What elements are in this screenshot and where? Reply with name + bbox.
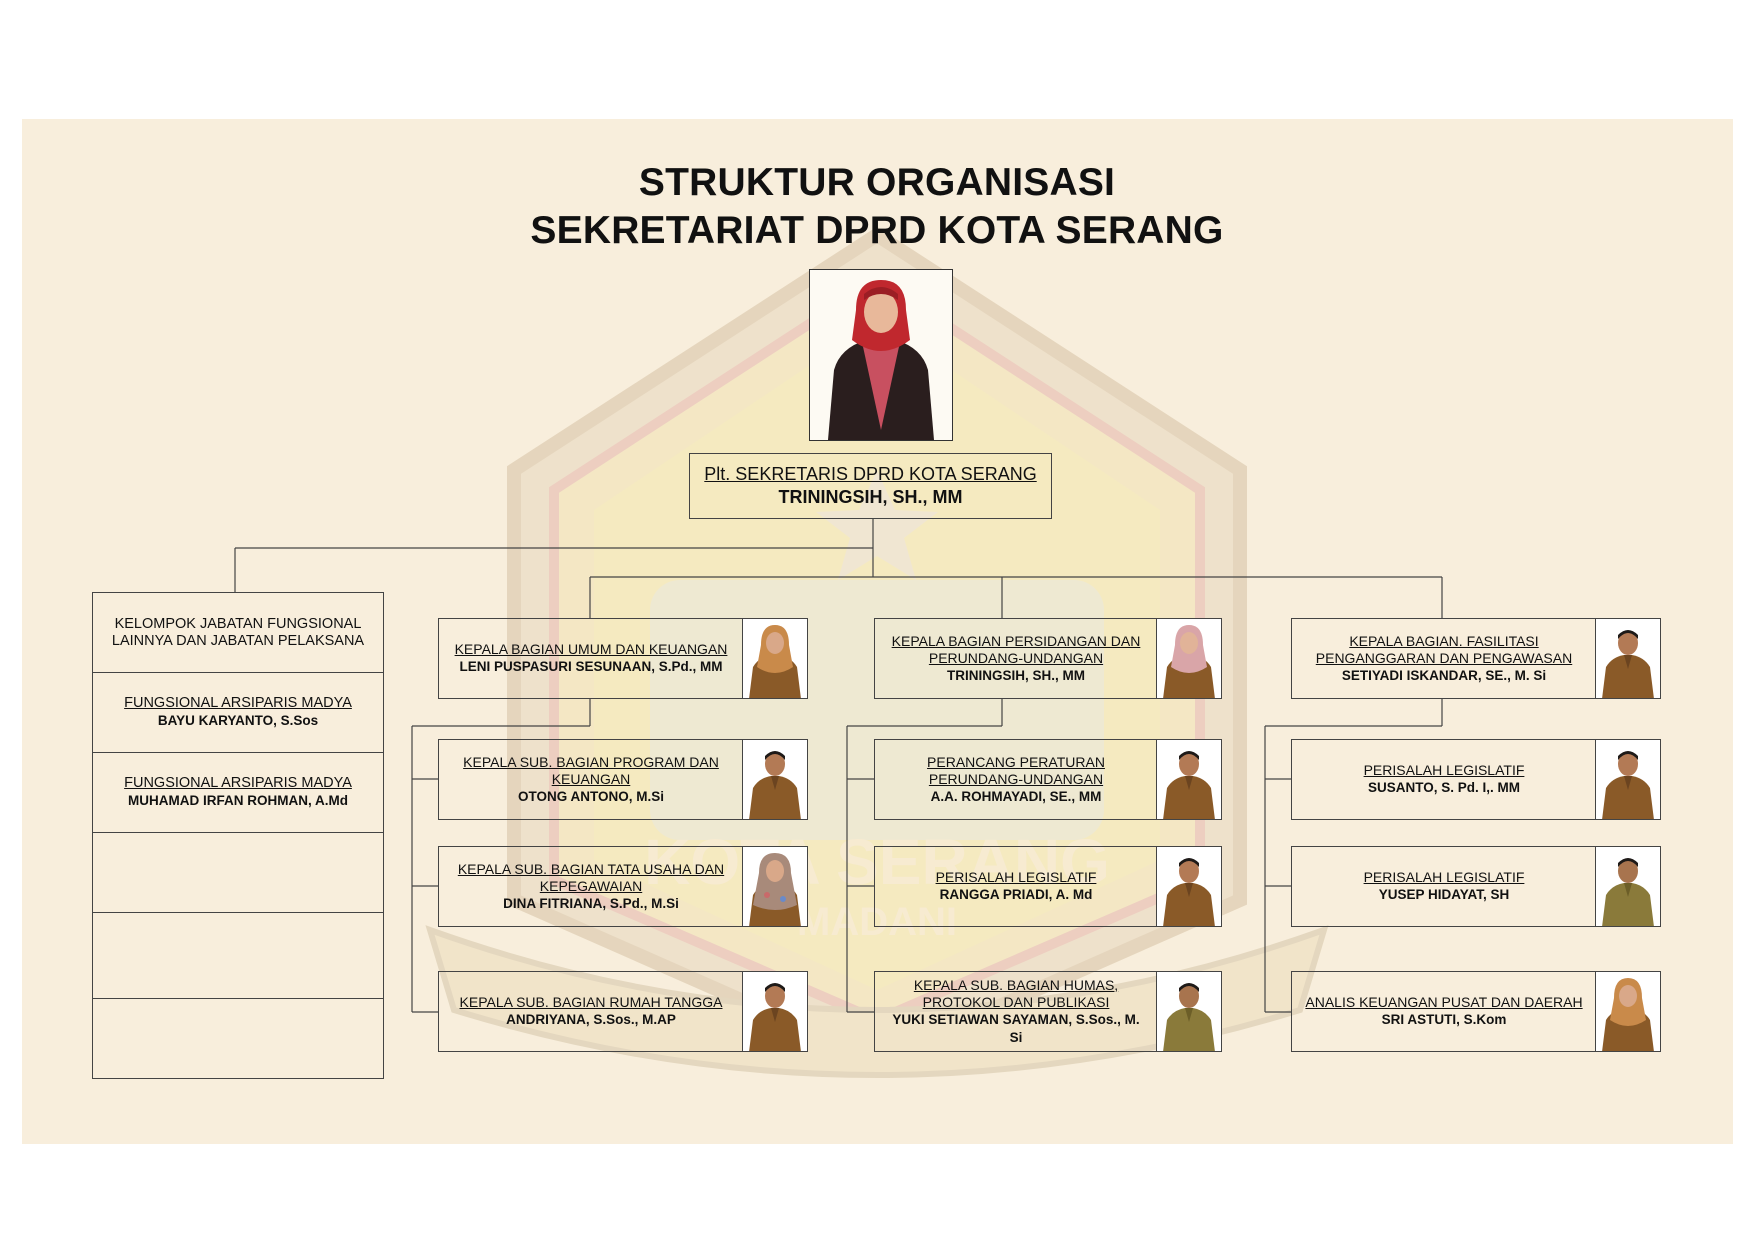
person-name-line2: Si	[1009, 1029, 1023, 1045]
head-position-box: Plt. SEKRETARIS DPRD KOTA SERANG TRINING…	[689, 453, 1052, 519]
person-photo-icon	[743, 972, 807, 1051]
person-photo	[1595, 619, 1660, 698]
person-photo	[742, 740, 807, 819]
position-title: PERANCANG PERATURAN	[927, 753, 1105, 770]
functional-member-empty-1	[92, 832, 384, 913]
functional-group-title-line2: LAINNYA DAN JABATAN PELAKSANA	[111, 632, 365, 649]
person-photo	[742, 619, 807, 698]
person-photo-icon	[1596, 619, 1660, 698]
person-name: DINA FITRIANA, S.Pd., M.Si	[503, 895, 679, 911]
person-photo	[742, 972, 807, 1051]
person-name: A.A. ROHMAYADI, SE., MM	[930, 788, 1102, 804]
functional-member-empty-3	[92, 998, 384, 1079]
functional-member-empty-2	[92, 912, 384, 999]
person-photo	[1595, 847, 1660, 926]
person-photo-icon	[743, 619, 807, 698]
person-photo	[1156, 972, 1221, 1051]
person-name: LENI PUSPASURI SESUNAAN, S.Pd., MM	[459, 659, 723, 674]
staff-box: PERISALAH LEGISLATIF YUSEP HIDAYAT, SH	[1291, 846, 1661, 927]
division-head-box: KEPALA BAGIAN PERSIDANGAN DAN PERUNDANG-…	[874, 618, 1222, 699]
person-name: YUSEP HIDAYAT, SH	[1378, 887, 1510, 902]
person-photo-icon	[743, 740, 807, 819]
head-name: TRININGSIH, SH., MM	[778, 487, 963, 507]
functional-member-2: FUNGSIONAL ARSIPARIS MADYA MUHAMAD IRFAN…	[92, 752, 384, 833]
functional-member-name: MUHAMAD IRFAN ROHMAN, A.Md	[128, 793, 348, 808]
person-name: TRININGSIH, SH., MM	[947, 667, 1085, 683]
position-title: KEPALA SUB. BAGIAN RUMAH TANGGA	[459, 994, 723, 1010]
person-photo-icon	[1157, 972, 1221, 1051]
functional-member-name: BAYU KARYANTO, S.Sos	[157, 713, 319, 728]
position-title-line2: KEUANGAN	[551, 770, 631, 787]
person-name: SETIYADI ISKANDAR, SE., M. Si	[1341, 667, 1547, 683]
person-photo	[1595, 740, 1660, 819]
functional-member-position: FUNGSIONAL ARSIPARIS MADYA	[124, 775, 352, 791]
chart-title-line2: SEKRETARIAT DPRD KOTA SERANG	[530, 209, 1224, 252]
person-photo-icon	[1596, 847, 1660, 926]
position-title: KEPALA SUB. BAGIAN TATA USAHA DAN	[457, 860, 725, 877]
person-photo	[1595, 972, 1660, 1051]
staff-box: PERISALAH LEGISLATIF SUSANTO, S. Pd. I,.…	[1291, 739, 1661, 820]
position-title: KEPALA SUB. BAGIAN PROGRAM DAN	[463, 753, 719, 770]
position-title: KEPALA BAGIAN UMUM DAN KEUANGAN	[454, 641, 728, 657]
position-title: KEPALA BAGIAN PERSIDANGAN DAN	[891, 632, 1141, 649]
person-photo-icon	[1596, 740, 1660, 819]
position-title: KEPALA SUB. BAGIAN HUMAS,	[913, 976, 1119, 993]
person-photo	[742, 847, 807, 926]
person-name: RANGGA PRIADI, A. Md	[939, 887, 1093, 902]
position-title: KEPALA BAGIAN. FASILITASI	[1349, 632, 1539, 649]
staff-box: KEPALA SUB. BAGIAN RUMAH TANGGA ANDRIYAN…	[438, 971, 808, 1052]
person-photo-icon	[1157, 847, 1221, 926]
person-photo-icon	[1157, 740, 1221, 819]
head-photo	[809, 269, 953, 441]
person-photo-icon	[1596, 972, 1660, 1051]
position-title-line2: KEPEGAWAIAN	[539, 877, 643, 894]
staff-box: PERISALAH LEGISLATIF RANGGA PRIADI, A. M…	[874, 846, 1222, 927]
chart-title-line1: STRUKTUR ORGANISASI	[638, 161, 1116, 204]
position-title: PERISALAH LEGISLATIF	[935, 869, 1097, 885]
position-title-line2: PERUNDANG-UNDANGAN	[928, 649, 1104, 666]
person-photo	[1156, 740, 1221, 819]
functional-group-title-line1: KELOMPOK JABATAN FUNGSIONAL	[114, 615, 362, 632]
division-head-box: KEPALA BAGIAN UMUM DAN KEUANGAN LENI PUS…	[438, 618, 808, 699]
functional-member-1: FUNGSIONAL ARSIPARIS MADYA BAYU KARYANTO…	[92, 672, 384, 753]
person-photo	[1156, 619, 1221, 698]
head-position-title: Plt. SEKRETARIS DPRD KOTA SERANG	[704, 464, 1037, 484]
person-name: ANDRIYANA, S.Sos., M.AP	[506, 1012, 676, 1027]
position-title: PERISALAH LEGISLATIF	[1363, 869, 1525, 885]
division-head-box: KEPALA BAGIAN. FASILITASI PENGANGGARAN D…	[1291, 618, 1661, 699]
person-photo-icon	[810, 270, 952, 440]
position-title-line2: PENGANGGARAN DAN PENGAWASAN	[1315, 649, 1573, 666]
person-photo-icon	[1157, 619, 1221, 698]
person-photo-icon	[743, 847, 807, 926]
person-name: SRI ASTUTI, S.Kom	[1381, 1012, 1507, 1027]
functional-member-position: FUNGSIONAL ARSIPARIS MADYA	[124, 695, 352, 711]
staff-box: PERANCANG PERATURAN PERUNDANG-UNDANGAN A…	[874, 739, 1222, 820]
person-photo	[1156, 847, 1221, 926]
staff-box: KEPALA SUB. BAGIAN TATA USAHA DAN KEPEGA…	[438, 846, 808, 927]
person-name: YUKI SETIAWAN SAYAMAN, S.Sos., M.	[892, 1011, 1140, 1027]
staff-box: ANALIS KEUANGAN PUSAT DAN DAERAH SRI AST…	[1291, 971, 1661, 1052]
position-title-line2: PERUNDANG-UNDANGAN	[928, 770, 1104, 787]
position-title: PERISALAH LEGISLATIF	[1363, 762, 1525, 778]
position-title-line2: PROTOKOL DAN PUBLIKASI	[922, 993, 1110, 1010]
staff-box: KEPALA SUB. BAGIAN PROGRAM DAN KEUANGAN …	[438, 739, 808, 820]
person-name: OTONG ANTONO, M.Si	[517, 788, 664, 804]
functional-group-header: KELOMPOK JABATAN FUNGSIONAL LAINNYA DAN …	[92, 592, 384, 673]
position-title: ANALIS KEUANGAN PUSAT DAN DAERAH	[1305, 994, 1583, 1010]
staff-box: KEPALA SUB. BAGIAN HUMAS, PROTOKOL DAN P…	[874, 971, 1222, 1052]
person-name: SUSANTO, S. Pd. I,. MM	[1367, 780, 1520, 795]
